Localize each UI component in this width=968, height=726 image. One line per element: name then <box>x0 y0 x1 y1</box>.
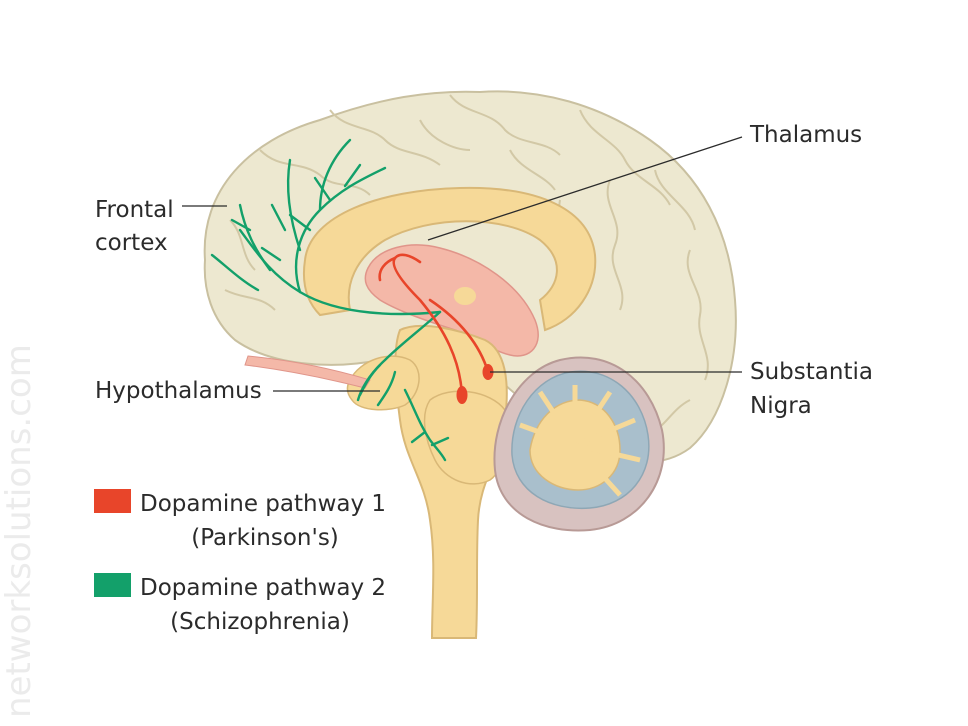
legend-sublabel-pathway-2: (Schizophrenia) <box>140 605 380 639</box>
watermark: networksolutions.com <box>0 0 40 718</box>
legend-swatch-pathway-2 <box>94 573 131 597</box>
svg-text:networksolutions.com: networksolutions.com <box>0 344 39 718</box>
label-frontal-cortex-line1: Frontal <box>95 193 174 227</box>
legend-swatch-pathway-1 <box>94 489 131 513</box>
label-hypothalamus: Hypothalamus <box>95 374 262 408</box>
label-substantia-nigra-line2: Nigra <box>750 389 812 423</box>
label-frontal-cortex-line2: cortex <box>95 226 168 260</box>
label-thalamus: Thalamus <box>750 118 862 152</box>
fornix-spot <box>454 287 476 305</box>
label-substantia-nigra-line1: Substantia <box>750 355 873 389</box>
substantia-nigra-dot-1 <box>457 386 468 404</box>
legend-label-pathway-2: Dopamine pathway 2 <box>140 571 390 605</box>
legend-label-pathway-1: Dopamine pathway 1 <box>140 487 390 521</box>
legend-sublabel-pathway-1: (Parkinson's) <box>140 521 390 555</box>
